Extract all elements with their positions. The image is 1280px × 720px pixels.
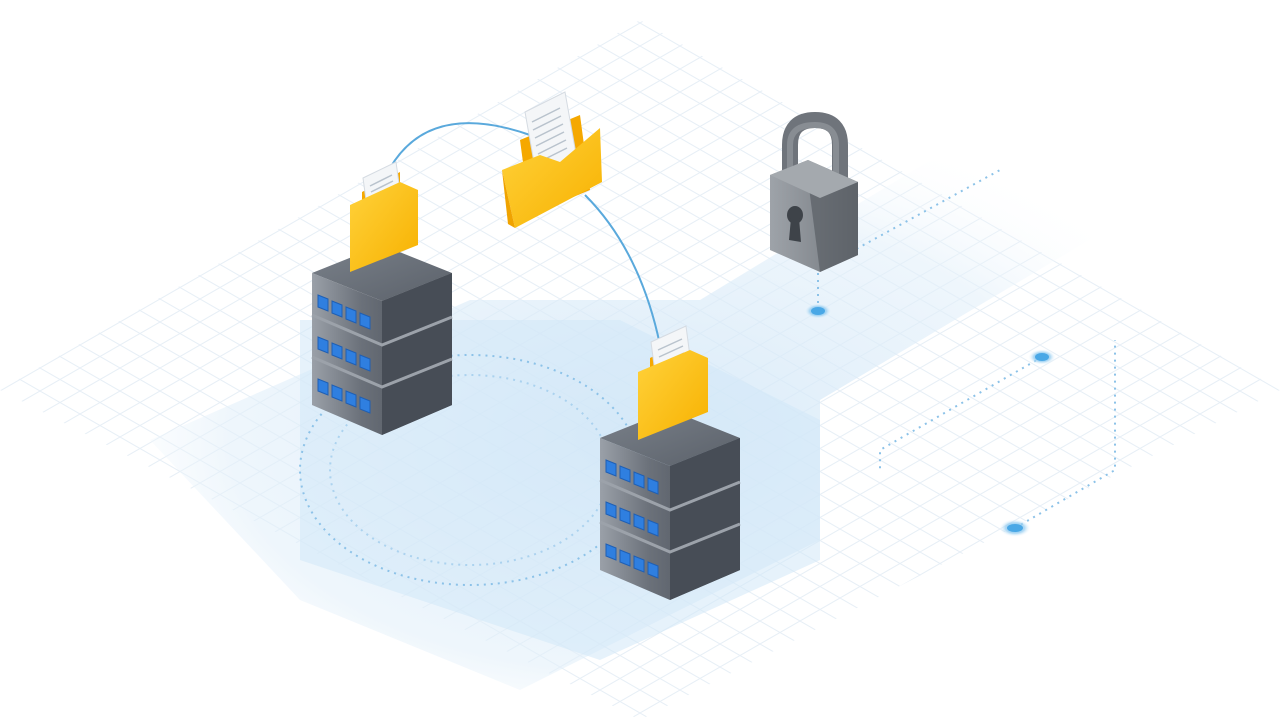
network-node-icon bbox=[999, 519, 1031, 537]
server-icon bbox=[311, 245, 453, 435]
connector-lines bbox=[389, 122, 661, 346]
keyhole-icon bbox=[787, 206, 803, 242]
folder-icon bbox=[350, 161, 418, 272]
padlock-icon bbox=[770, 111, 858, 272]
network-node-icon bbox=[1028, 349, 1056, 365]
folder-icon bbox=[638, 325, 708, 440]
network-node-icon bbox=[804, 303, 832, 319]
server-icon bbox=[599, 410, 741, 600]
folder-icon bbox=[502, 91, 602, 228]
